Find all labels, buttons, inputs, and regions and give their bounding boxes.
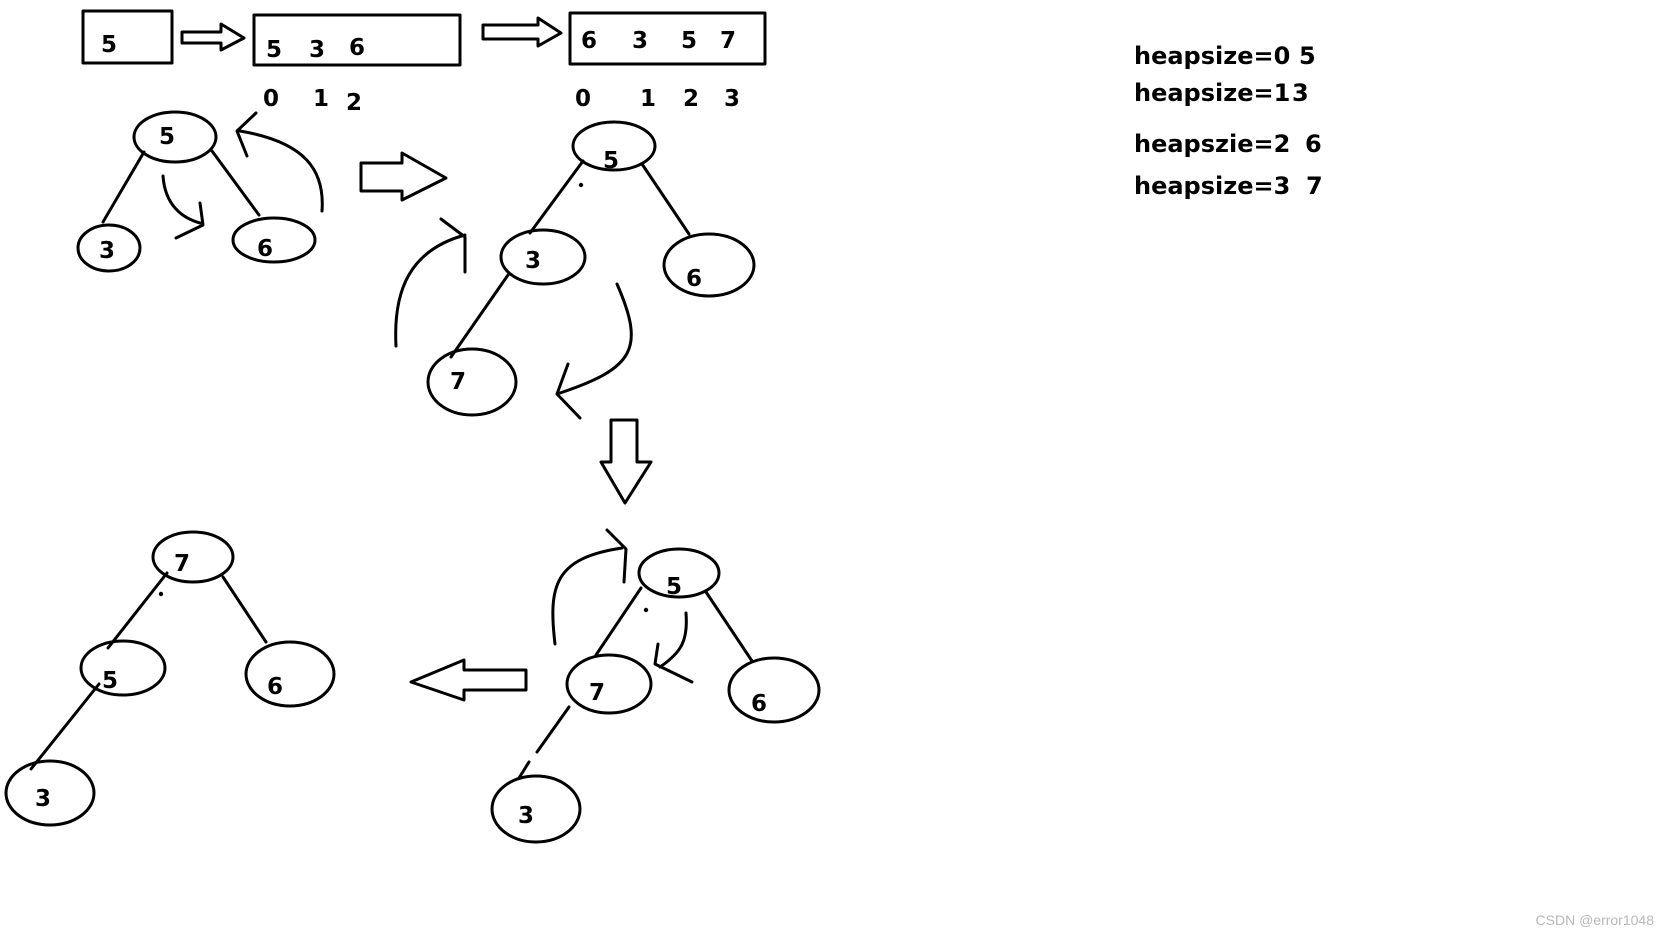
hollow-arrow-right-icon bbox=[481, 16, 563, 48]
array-3: 6 3 5 7 0 1 2 3 bbox=[568, 11, 767, 112]
array-3-cell-2: 5 bbox=[681, 28, 697, 54]
heap-log-label-1: heapsize=1 bbox=[1134, 79, 1290, 107]
arrowhead-icon bbox=[439, 217, 467, 274]
tree-1-value-right: 6 bbox=[257, 236, 273, 262]
tree-2: 5 3 6 7 bbox=[394, 120, 756, 420]
tree-2-value-right: 6 bbox=[686, 266, 702, 292]
tree-3-node-left-left bbox=[490, 774, 582, 844]
swap-arrow-icon bbox=[658, 611, 688, 669]
array-1-cell-0: 5 bbox=[101, 32, 117, 58]
tree-1-node-right bbox=[231, 216, 317, 264]
tree-4-value-right: 6 bbox=[267, 674, 283, 700]
tree-2-value-left: 3 bbox=[525, 248, 541, 274]
tree-3-value-right: 6 bbox=[751, 691, 767, 717]
tree-3-node-root bbox=[637, 547, 721, 599]
tree-4-value-left: 5 bbox=[102, 668, 118, 694]
array-2-index-1: 1 bbox=[313, 86, 329, 112]
arrowhead-icon bbox=[174, 201, 205, 240]
tree-3-value-root: 5 bbox=[666, 574, 682, 600]
array-2-index-0: 0 bbox=[263, 86, 279, 112]
swap-arrow-icon bbox=[161, 174, 202, 225]
tree-2-node-right bbox=[662, 232, 756, 298]
tree-1-value-root: 5 bbox=[159, 124, 175, 150]
tree-1: 5 3 6 bbox=[76, 110, 324, 273]
heap-log-label-0: heapsize=0 bbox=[1134, 42, 1290, 70]
tree-4-edge bbox=[29, 682, 101, 771]
arrowhead-icon bbox=[235, 111, 258, 158]
tree-1-node-left bbox=[76, 223, 142, 273]
heap-log-value-0: 5 bbox=[1299, 42, 1316, 70]
swap-arrow-icon bbox=[238, 129, 324, 213]
tree-2-edge bbox=[640, 162, 691, 236]
arrowhead-icon bbox=[555, 362, 582, 420]
tree-2-value-left-left: 7 bbox=[450, 369, 466, 395]
heap-log-value-3: 7 bbox=[1306, 172, 1323, 200]
tree-2-node-left-left bbox=[426, 347, 518, 417]
tree-3-value-left-left: 3 bbox=[518, 803, 534, 829]
array-3-cell-0: 6 bbox=[581, 28, 597, 54]
tree-4-node-root bbox=[151, 530, 235, 584]
tree-4-edge bbox=[106, 571, 169, 650]
tree-4-dot bbox=[158, 591, 164, 597]
array-2-box bbox=[252, 13, 462, 67]
tree-4: 7 5 6 3 bbox=[4, 530, 336, 827]
swap-arrow-icon bbox=[394, 233, 467, 348]
tree-4-edge bbox=[221, 575, 268, 644]
tree-1-node-root bbox=[132, 110, 218, 164]
array-3-cell-1: 3 bbox=[632, 28, 648, 54]
tree-2-value-root: 5 bbox=[603, 148, 619, 174]
tree-3-node-right bbox=[727, 656, 821, 724]
tree-3-edge bbox=[535, 705, 571, 754]
watermark: CSDN @error1048 bbox=[1535, 912, 1654, 928]
tree-3: 5 7 6 3 bbox=[490, 528, 821, 844]
tree-2-dot bbox=[578, 182, 584, 188]
tree-1-edge bbox=[101, 150, 146, 224]
array-1: 5 bbox=[81, 9, 174, 65]
tree-4-value-root: 7 bbox=[174, 551, 190, 577]
array-2-cell-0: 5 bbox=[266, 37, 282, 63]
tree-3-node-left bbox=[565, 653, 653, 715]
heap-log-value-1: 3 bbox=[1292, 79, 1309, 107]
tree-2-node-root bbox=[571, 120, 657, 172]
array-2-cell-2: 6 bbox=[349, 35, 365, 61]
arrowhead-icon bbox=[653, 642, 694, 684]
tree-1-value-left: 3 bbox=[99, 238, 115, 264]
array-2-index-2: 2 bbox=[346, 90, 362, 116]
tree-4-node-left bbox=[79, 639, 167, 697]
tree-2-edge bbox=[449, 273, 510, 359]
heap-log-label-3: heapsize=3 bbox=[1134, 172, 1290, 200]
arrowhead-icon bbox=[605, 528, 628, 584]
array-2-cell-1: 3 bbox=[309, 37, 325, 63]
array-3-index-1: 1 bbox=[640, 86, 656, 112]
array-2: 5 3 6 0 1 2 bbox=[252, 13, 462, 116]
array-3-index-0: 0 bbox=[575, 86, 591, 112]
tree-4-node-right bbox=[244, 640, 336, 708]
heap-log: heapsize=0 5 heapsize=1 3 heapszie=2 6 h… bbox=[1134, 42, 1323, 200]
tree-4-node-left-left bbox=[4, 759, 96, 827]
tree-3-value-left: 7 bbox=[589, 680, 605, 706]
tree-4-value-left-left: 3 bbox=[35, 786, 51, 812]
array-3-index-2: 2 bbox=[683, 86, 699, 112]
array-3-cell-3: 7 bbox=[720, 28, 736, 54]
tree-2-node-left bbox=[499, 228, 587, 286]
array-3-box bbox=[568, 11, 767, 66]
swap-arrow-icon bbox=[551, 546, 624, 646]
swap-arrow-icon bbox=[558, 282, 633, 395]
tree-3-dot bbox=[643, 607, 649, 613]
hollow-arrow-right-icon bbox=[359, 151, 448, 202]
tree-3-edge bbox=[704, 590, 754, 663]
heap-log-label-2: heapszie=2 bbox=[1134, 130, 1290, 158]
heap-log-value-2: 6 bbox=[1305, 130, 1322, 158]
tree-3-edge bbox=[517, 760, 531, 780]
tree-1-edge bbox=[210, 149, 261, 217]
hollow-arrow-left-icon bbox=[409, 658, 528, 702]
tree-2-edge bbox=[528, 159, 585, 235]
tree-3-edge bbox=[594, 586, 643, 657]
array-1-box bbox=[81, 9, 174, 65]
hollow-arrow-right-icon bbox=[180, 22, 246, 52]
hollow-arrow-down-icon bbox=[599, 418, 653, 505]
array-3-index-3: 3 bbox=[724, 86, 740, 112]
